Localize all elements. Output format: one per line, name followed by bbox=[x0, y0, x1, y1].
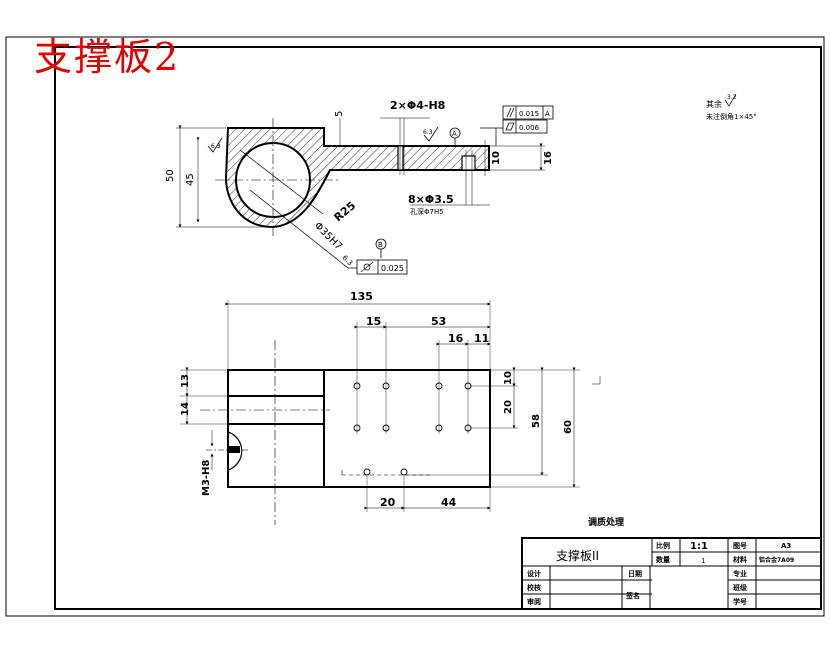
gdt-parallel-datum: A bbox=[545, 110, 550, 118]
scale-label: 比例 bbox=[656, 541, 670, 550]
checker-label: 校核 bbox=[527, 583, 541, 592]
dim-radius: R25 bbox=[332, 199, 359, 224]
roughness-6-3: 6.3 bbox=[211, 143, 221, 150]
drawing-no-label: 图号 bbox=[733, 541, 747, 550]
gdt-frame-bore: 0.025 bbox=[348, 259, 408, 275]
note-rest-surface: 其余 bbox=[706, 99, 722, 109]
part-name: 支撑板II bbox=[556, 548, 599, 563]
scale-value: 1:1 bbox=[690, 541, 708, 552]
dim-20: 20 bbox=[503, 400, 514, 414]
class-label: 班级 bbox=[733, 583, 748, 592]
signature-label: 签名 bbox=[625, 591, 640, 600]
dim-16: 16 bbox=[448, 332, 464, 345]
hole-grid bbox=[353, 382, 472, 476]
qty-value: 1 bbox=[701, 557, 705, 565]
dim-bore: Φ35H7 bbox=[312, 220, 344, 252]
date-label: 日期 bbox=[628, 569, 642, 578]
roughness-top: 6.3 bbox=[423, 129, 433, 136]
drawing-no-value: A3 bbox=[781, 542, 791, 550]
reviewer-label: 审阅 bbox=[527, 597, 541, 606]
dim-60: 60 bbox=[563, 420, 574, 434]
dim-counterbore: 孔深Φ7H5 bbox=[410, 207, 444, 216]
top-view: 2×Φ4-H8 5 50 45 16 10 R25 Φ35H7 6.3 8×Φ3… bbox=[165, 99, 554, 275]
dim-hole-spec: 2×Φ4-H8 bbox=[390, 99, 445, 112]
designer-label: 设计 bbox=[527, 569, 541, 578]
datum-a-marker: A bbox=[452, 130, 457, 138]
note-chamfer: 未注倒角1×45° bbox=[706, 112, 757, 121]
note-rest-value: 3.2 bbox=[727, 94, 737, 101]
dim-hole-pattern: 8×Φ3.5 bbox=[408, 193, 454, 206]
front-view: 135 15 53 16 11 13 14 10 20 58 60 M3-H8 … bbox=[180, 290, 601, 525]
gdt-bore-value: 0.025 bbox=[381, 264, 404, 273]
title-block: 支撑板II 比例 1:1 数量 1 图号 A3 材料 铝合金7A09 设计 校核… bbox=[521, 537, 822, 610]
watermark-title: 支撑板2 bbox=[34, 35, 181, 79]
front-view-body bbox=[227, 369, 491, 488]
gdt-parallel-value: 0.015 bbox=[519, 110, 539, 118]
dim-thread: M3-H8 bbox=[201, 460, 212, 496]
dim-44: 44 bbox=[441, 496, 457, 509]
major-label: 专业 bbox=[733, 569, 747, 578]
dim-10: 10 bbox=[491, 151, 502, 165]
gdt-frame-flatness: 0.006 bbox=[502, 119, 548, 134]
dim-bore-surface: 6.3 bbox=[341, 254, 355, 268]
dim-14: 14 bbox=[180, 402, 191, 416]
dim-15: 15 bbox=[366, 315, 381, 328]
dim-5: 5 bbox=[334, 111, 345, 117]
student-no-label: 学号 bbox=[733, 597, 747, 606]
dim-58: 58 bbox=[531, 414, 542, 428]
dim-13: 13 bbox=[180, 374, 191, 388]
note-heat-treatment: 调质处理 bbox=[588, 516, 624, 528]
dim-45: 45 bbox=[185, 173, 196, 186]
material-label: 材料 bbox=[732, 555, 747, 564]
dim-53: 53 bbox=[431, 315, 446, 328]
datum-b-marker: B bbox=[378, 241, 383, 249]
dim-50: 50 bbox=[165, 169, 176, 182]
material-value: 铝合金7A09 bbox=[759, 556, 794, 564]
qty-label: 数量 bbox=[656, 555, 670, 564]
dim-16: 16 bbox=[543, 151, 554, 165]
gdt-flatness-value: 0.006 bbox=[519, 124, 540, 132]
dim-11: 11 bbox=[474, 332, 489, 345]
gdt-frame-parallel: 0.015 A bbox=[502, 105, 554, 120]
outer-border bbox=[5, 36, 825, 617]
dim-10: 10 bbox=[503, 371, 514, 385]
dim-135: 135 bbox=[350, 290, 373, 303]
dim-20-bottom: 20 bbox=[380, 496, 396, 509]
inner-border bbox=[54, 46, 822, 610]
